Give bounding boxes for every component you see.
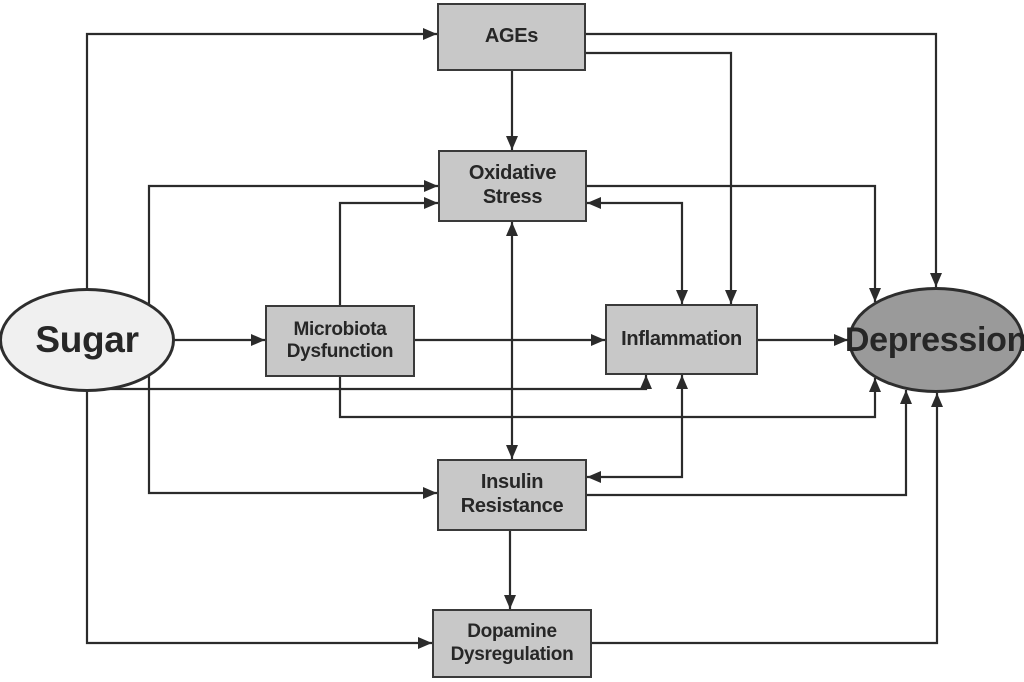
node-microbiota-dysfunction: Microbiota Dysfunction [265, 305, 415, 377]
edge-sugar-to-insulin_resistance [147, 340, 437, 499]
node-dopamine-dysregulation: Dopamine Dysregulation [432, 609, 592, 678]
edge-ages-to-inflammation [586, 51, 737, 304]
edge-sugar-to-inflammation [95, 375, 652, 391]
node-oxidative-stress: Oxidative Stress [438, 150, 587, 222]
node-oxidative-stress-label: Oxidative Stress [468, 162, 557, 208]
edge-insulin_resistance-to-depression [587, 390, 912, 497]
edge-oxidative_stress-to-inflammation [587, 197, 688, 304]
edge-dopamine_dysregulation-to-depression [592, 393, 943, 645]
node-insulin-resistance-label: Insulin Resistance [460, 471, 564, 517]
node-microbiota-dysfunction-label: Microbiota Dysfunction [286, 318, 394, 362]
node-depression: Depression [844, 287, 1024, 393]
node-ages: AGEs [437, 3, 586, 71]
edge-sugar-to-dopamine_dysregulation [85, 340, 432, 649]
node-ages-label: AGEs [484, 25, 539, 48]
node-depression-label: Depression [844, 320, 1024, 359]
edge-sugar-to-ages [85, 28, 437, 340]
node-sugar: Sugar [0, 288, 175, 392]
edge-insulin_resistance-to-inflammation [587, 375, 688, 483]
edge-microbiota_dysfunction-to-depression [338, 377, 881, 419]
node-inflammation: Inflammation [605, 304, 758, 375]
node-insulin-resistance: Insulin Resistance [437, 459, 587, 531]
node-dopamine-dysregulation-label: Dopamine Dysregulation [450, 621, 574, 665]
node-inflammation-label: Inflammation [621, 327, 742, 350]
edge-ages-to-depression [586, 32, 942, 287]
node-sugar-label: Sugar [35, 319, 139, 361]
edge-oxidative_stress-to-depression [587, 184, 881, 302]
edge-microbiota_dysfunction-to-oxidative_stress [338, 197, 438, 305]
edge-sugar-to-oxidative_stress [147, 180, 438, 340]
